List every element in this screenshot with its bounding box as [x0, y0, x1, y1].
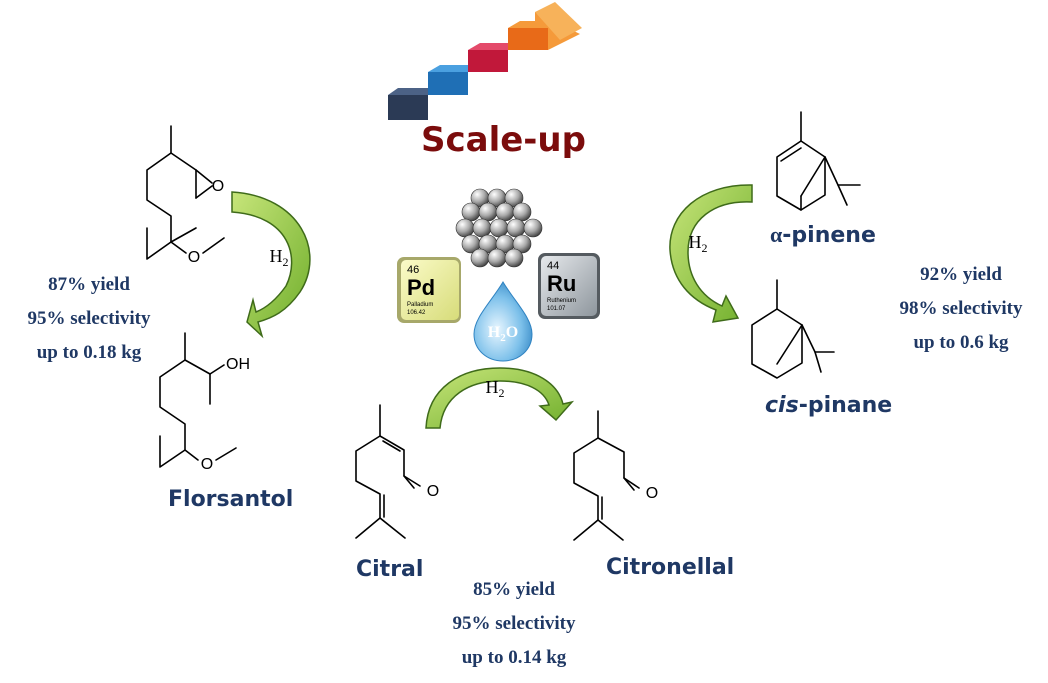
- cluster-atom: [504, 188, 524, 208]
- citronellal-label: Citronellal: [606, 555, 735, 580]
- cis-pinane-label: cis-pinane: [765, 393, 893, 418]
- citronellal-structure: [573, 410, 640, 541]
- florsantol-scale: up to 0.18 kg: [36, 342, 142, 363]
- florsantol-label: Florsantol: [168, 487, 294, 512]
- nanoparticle-cluster-icon: [455, 188, 543, 268]
- reaction-arrow-florsantol: [231, 191, 311, 339]
- citronellal-aldehyde-oxygen-label: O: [646, 485, 658, 502]
- florsantol-yield: 87% yield: [48, 274, 130, 295]
- citral-aldehyde-oxygen-label: O: [427, 483, 439, 500]
- ruthenium-tile: 44 Ru Ruthenium 101.07: [538, 253, 600, 319]
- citronellal-selectivity: 95% selectivity: [452, 613, 576, 634]
- pinane-stats: 92% yield 98% selectivity up to 0.6 kg: [882, 258, 1040, 360]
- cluster-atom: [478, 202, 498, 222]
- hydroxyl-label: OH: [226, 356, 250, 373]
- reaction-arrow-pinene: [669, 184, 753, 323]
- cluster-atom: [504, 248, 524, 268]
- ru-name: Ruthenium: [547, 298, 576, 304]
- cluster-atom: [489, 218, 509, 238]
- ru-number: 44: [547, 260, 559, 272]
- ether-oxygen-label: O: [188, 249, 200, 266]
- ru-symbol: Ru: [547, 271, 576, 296]
- water-label: H2O: [488, 324, 518, 344]
- cluster-atom: [512, 202, 532, 222]
- cluster-atom: [472, 218, 492, 238]
- cluster-atom: [461, 202, 481, 222]
- water-drop-icon: H2O: [473, 281, 533, 362]
- staircase-icon: [388, 2, 582, 120]
- palladium-tile: 46 Pd Palladium 106.42: [397, 257, 461, 323]
- pd-mass: 106.42: [407, 310, 426, 316]
- cluster-atom: [523, 218, 543, 238]
- pinane-yield: 92% yield: [920, 264, 1002, 285]
- h2-label-citral: H2: [486, 377, 505, 400]
- cluster-atom: [487, 248, 507, 268]
- reaction-arrow-citral: [425, 367, 575, 429]
- h2-label-florsantol: H2: [270, 246, 289, 269]
- cluster-atom: [470, 248, 490, 268]
- cluster-atom: [455, 218, 475, 238]
- florsantol-oxygen-label: O: [201, 456, 213, 473]
- citronellal-yield: 85% yield: [473, 579, 555, 600]
- h2-label-pinene: H2: [689, 232, 708, 255]
- florsantol-structure: [159, 332, 237, 468]
- citral-label: Citral: [356, 557, 424, 582]
- pinane-scale: up to 0.6 kg: [913, 332, 1009, 353]
- pd-name: Palladium: [407, 302, 433, 308]
- pd-symbol: Pd: [407, 275, 435, 300]
- florsantol-stats: 87% yield 95% selectivity up to 0.18 kg: [8, 268, 170, 370]
- alpha-pinene-structure: [776, 111, 861, 211]
- cluster-atom: [512, 234, 532, 254]
- pinane-selectivity: 98% selectivity: [899, 298, 1023, 319]
- ru-mass: 101.07: [547, 306, 566, 312]
- epoxide-substrate-structure: [146, 125, 225, 260]
- citronellal-stats: 85% yield 95% selectivity up to 0.14 kg: [434, 573, 594, 675]
- citronellal-scale: up to 0.14 kg: [461, 647, 567, 668]
- cluster-atom: [495, 202, 515, 222]
- cis-pinane-structure: [751, 279, 835, 379]
- florsantol-selectivity: 95% selectivity: [27, 308, 151, 329]
- citral-structure: [355, 404, 421, 539]
- cluster-atom: [506, 218, 526, 238]
- scale-up-title: Scale-up: [421, 120, 586, 160]
- epoxide-oxygen-label: O: [212, 178, 224, 195]
- alpha-pinene-label: α-pinene: [770, 222, 876, 248]
- pd-number: 46: [407, 264, 419, 276]
